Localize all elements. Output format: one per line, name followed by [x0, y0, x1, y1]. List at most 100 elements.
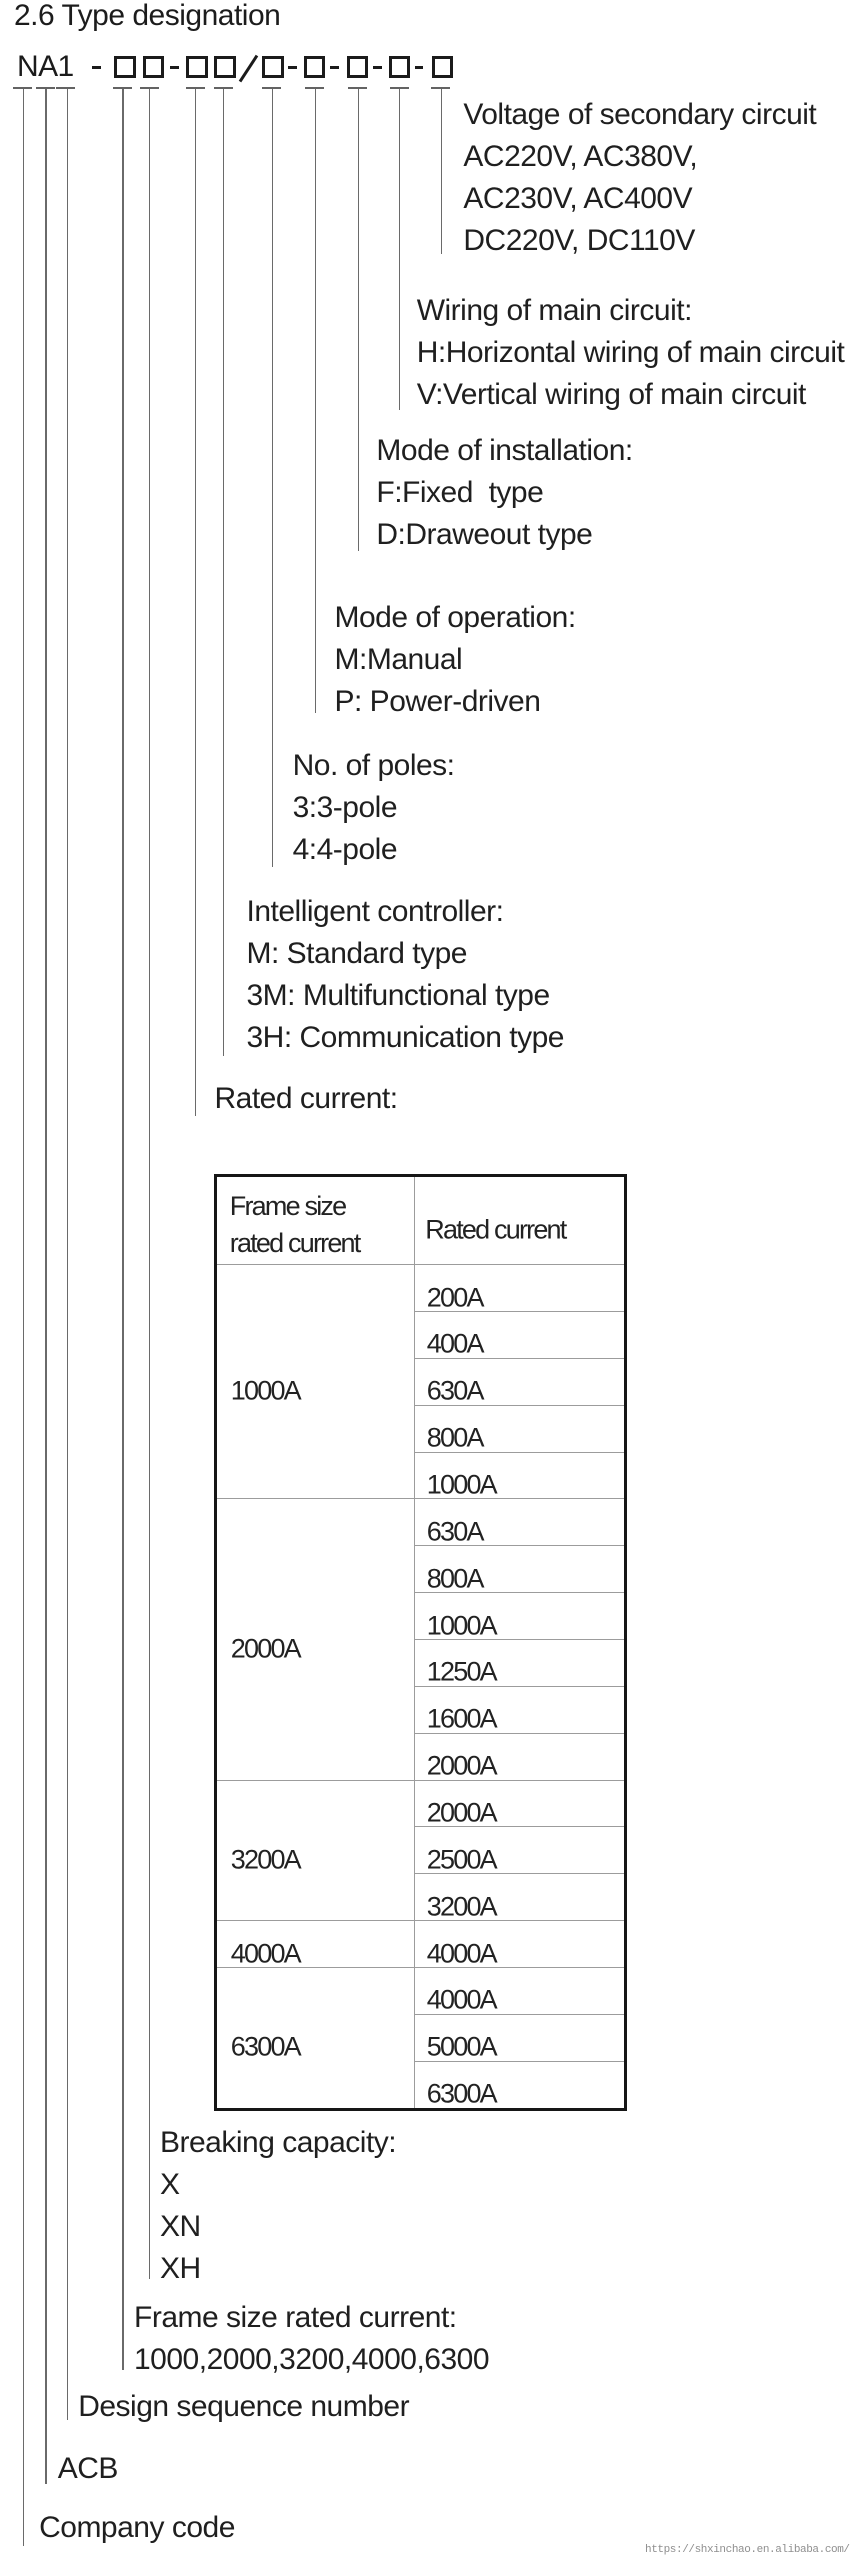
- leader-cap-acb: [35, 86, 55, 89]
- table-header-frame-size: Frame size rated current: [217, 1177, 414, 1265]
- table-current-cell: 4000A: [414, 1920, 624, 1967]
- callout-rated-current: Rated current:: [214, 1078, 399, 1120]
- callout-intelligent-controller-line-3: 3M: Multifunctional type: [246, 979, 551, 1012]
- dash-separator-4: [330, 66, 339, 69]
- table-current-value: 400A: [426, 1328, 485, 1359]
- table-current-value: 800A: [426, 1422, 485, 1453]
- digit-box-5: [262, 56, 284, 78]
- table-current-cell: 200A: [414, 1264, 624, 1311]
- leader-cap-design-sequence-number: [56, 86, 76, 89]
- callout-no-of-poles-line-1: No. of poles:: [292, 748, 455, 782]
- leader-line-design-sequence-number: [67, 89, 69, 2420]
- table-current-cell: 2000A: [414, 1779, 624, 1828]
- callout-no-of-poles: No. of poles: 3:3-pole 4:4-pole: [293, 745, 455, 871]
- digit-box-9: [431, 56, 454, 78]
- digit-box-8: [388, 56, 411, 78]
- callout-mode-of-installation-line-1: Mode of installation:: [376, 434, 633, 468]
- table-frame-value: 6300A: [230, 2031, 302, 2062]
- digit-box-7: [346, 56, 369, 78]
- table-frame-cell-3200A: 3200A: [217, 1779, 414, 1921]
- table-current-value: 4000A: [426, 1984, 498, 2015]
- callout-company-code-line-1: Company code: [39, 2511, 235, 2545]
- table-current-value: 200A: [426, 1281, 485, 1312]
- table-current-value: 630A: [426, 1375, 485, 1406]
- leader-cap-voltage-of-secondary-circuit: [431, 86, 451, 89]
- table-current-value: 5000A: [426, 2031, 498, 2062]
- callout-frame-size-rated-current-line-2: 1000,2000,3200,4000,6300: [134, 2342, 490, 2376]
- callout-breaking-capacity-line-3: XN: [160, 2209, 201, 2243]
- digit-box-3: [186, 56, 208, 78]
- callout-breaking-capacity: Breaking capacity: X XN XH: [160, 2122, 397, 2290]
- leader-cap-mode-of-operation: [305, 86, 325, 89]
- leader-line-frame-size-rated-current: [122, 89, 124, 2370]
- table-current-value: 1000A: [426, 1609, 498, 1640]
- callout-breaking-capacity-line-1: Breaking capacity:: [160, 2125, 397, 2159]
- table-frame-value: 3200A: [230, 1844, 302, 1875]
- table-current-cell: 2500A: [414, 1826, 624, 1875]
- table-frame-value: 1000A: [230, 1375, 302, 1406]
- callout-mode-of-installation-line-3: D:Draweout type: [376, 518, 593, 552]
- leader-cap-rated-current: [185, 86, 205, 89]
- table-header-frame-size-line-2: rated current: [229, 1227, 361, 1258]
- callout-intelligent-controller: Intelligent controller: M: Standard type 3…: [246, 891, 565, 1059]
- table-header-frame-size-line-1: Frame size: [229, 1190, 347, 1221]
- callout-frame-size-rated-current: Frame size rated current: 1000,2000,3200,…: [134, 2297, 490, 2381]
- callout-voltage-of-secondary-circuit-line-1: Voltage of secondary circuit: [463, 97, 817, 131]
- table-current-value: 2000A: [426, 1797, 498, 1828]
- callout-wiring-of-main-circuit-line-1: Wiring of main circuit:: [416, 294, 693, 327]
- table-current-cell: 2000A: [414, 1732, 624, 1781]
- callout-mode-of-operation-line-3: P: Power-driven: [334, 685, 541, 719]
- callout-mode-of-operation-line-1: Mode of operation:: [334, 601, 577, 635]
- callout-intelligent-controller-line-2: M: Standard type: [246, 937, 468, 970]
- callout-mode-of-operation: Mode of operation: M:Manual P: Power-drive…: [334, 597, 577, 723]
- leader-line-rated-current: [195, 89, 197, 1116]
- callout-design-sequence-number-line-1: Design sequence number: [78, 2390, 410, 2424]
- table-current-value: 2000A: [426, 1750, 498, 1781]
- table-current-cell: 400A: [414, 1310, 624, 1359]
- callout-mode-of-operation-line-2: M:Manual: [334, 643, 463, 677]
- leader-cap-breaking-capacity: [139, 86, 159, 89]
- table-header-rated-current: Rated current: [414, 1176, 624, 1265]
- table-current-value: 1250A: [426, 1656, 498, 1687]
- table-frame-value: 4000A: [230, 1937, 302, 1968]
- leader-line-acb: [45, 89, 47, 2484]
- digit-box-1: [114, 56, 136, 78]
- callout-no-of-poles-line-2: 3:3-pole: [292, 790, 398, 824]
- callout-breaking-capacity-line-4: XH: [160, 2251, 201, 2285]
- table-current-value: 1600A: [426, 1703, 498, 1734]
- table-current-cell: 800A: [414, 1545, 624, 1594]
- callout-frame-size-rated-current-line-1: Frame size rated current:: [134, 2300, 457, 2334]
- callout-voltage-of-secondary-circuit-line-2: AC220V, AC380V,: [463, 139, 698, 173]
- table-current-cell: 800A: [414, 1404, 624, 1453]
- leader-cap-no-of-poles: [262, 86, 282, 89]
- table-current-cell: 1000A: [414, 1592, 624, 1639]
- table-frame-cell-4000A: 4000A: [217, 1920, 414, 1967]
- callout-voltage-of-secondary-circuit-line-4: DC220V, DC110V: [463, 223, 695, 257]
- table-header-rated-current-text: Rated current: [425, 1214, 567, 1245]
- callout-intelligent-controller-line-1: Intelligent controller:: [246, 895, 504, 928]
- callout-wiring-of-main-circuit-line-2: H:Horizontal wiring of main circuit: [416, 336, 845, 369]
- leader-line-intelligent-controller: [223, 89, 225, 1056]
- callout-rated-current-line-1: Rated current:: [214, 1082, 399, 1116]
- callout-acb-line-1: ACB: [57, 2451, 119, 2485]
- callout-design-sequence-number: Design sequence number: [78, 2386, 409, 2428]
- leader-line-no-of-poles: [271, 89, 274, 867]
- dash-separator-1: [92, 66, 101, 69]
- leader-cap-wiring-of-main-circuit: [389, 86, 409, 89]
- table-current-cell: 1600A: [414, 1685, 624, 1734]
- table-current-value: 1000A: [426, 1469, 498, 1500]
- table-frame-cell-2000A: 2000A: [217, 1498, 414, 1779]
- table-current-value: 2500A: [426, 1844, 498, 1875]
- digit-box-6: [303, 56, 326, 78]
- dash-separator-6: [414, 66, 424, 69]
- table-current-value: 800A: [426, 1563, 485, 1594]
- callout-breaking-capacity-line-2: X: [160, 2167, 180, 2201]
- callout-wiring-of-main-circuit: Wiring of main circuit: H:Horizontal wiri…: [417, 290, 845, 416]
- leader-cap-intelligent-controller: [213, 86, 233, 89]
- leader-cap-frame-size-rated-current: [112, 86, 132, 89]
- watermark-url-text: https://shxinchao.en.alibaba.com/: [645, 2544, 850, 2556]
- dash-separator-2: [170, 66, 179, 69]
- callout-no-of-poles-line-3: 4:4-pole: [292, 832, 398, 866]
